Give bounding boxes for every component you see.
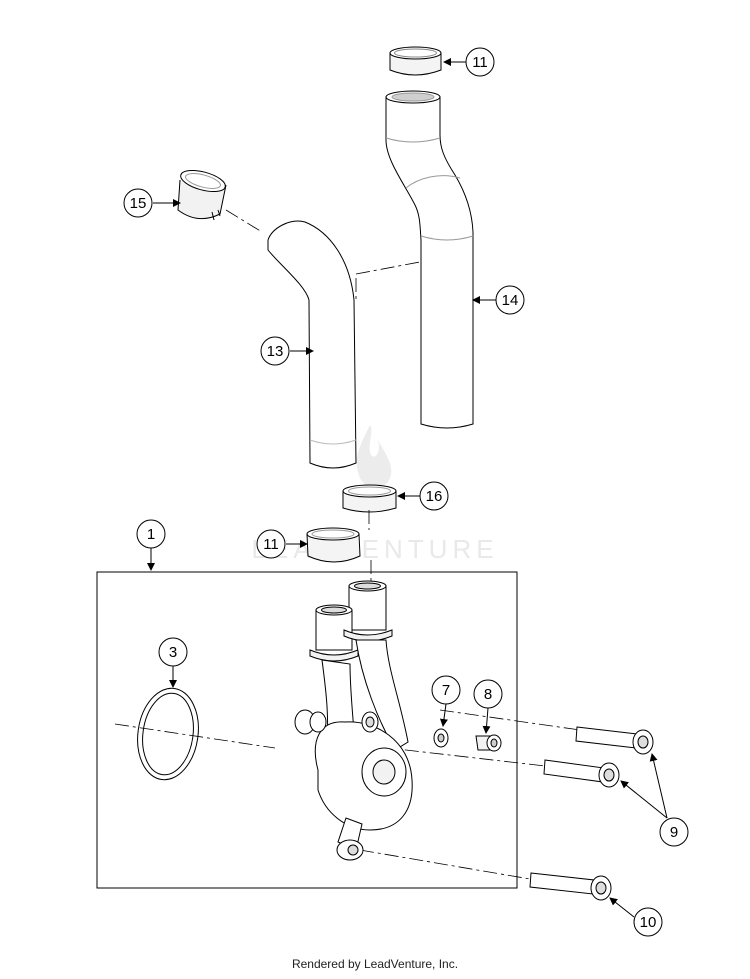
svg-text:11: 11 xyxy=(263,536,279,553)
svg-text:8: 8 xyxy=(484,686,492,703)
pump-housing xyxy=(294,580,413,861)
svg-text:11: 11 xyxy=(472,54,488,71)
callout-15: 15 xyxy=(123,188,153,218)
watermark: LEADVENTURE xyxy=(251,425,498,564)
callout-13: 13 xyxy=(260,336,290,366)
part-3-o-ring xyxy=(137,687,199,781)
part-16-ring xyxy=(342,484,397,513)
part-10-bolt xyxy=(529,872,612,901)
part-11-top-ring xyxy=(389,46,442,76)
svg-text:15: 15 xyxy=(130,195,147,212)
part-13-hose xyxy=(267,220,357,469)
assembly-1-box xyxy=(96,571,518,889)
callout-14: 14 xyxy=(495,285,525,315)
callout-7: 7 xyxy=(431,675,461,705)
part-8-nut xyxy=(475,734,502,752)
svg-text:14: 14 xyxy=(502,292,519,309)
callout-9: 9 xyxy=(659,817,689,847)
svg-text:13: 13 xyxy=(267,343,284,360)
part-7-washer xyxy=(433,728,449,748)
centerlines xyxy=(114,209,581,880)
callout-3: 3 xyxy=(158,637,188,667)
part-15-clamp xyxy=(177,169,227,221)
callout-11-middle: 11 xyxy=(256,529,286,559)
callout-8: 8 xyxy=(473,679,503,709)
leader-lines xyxy=(147,58,668,918)
svg-text:16: 16 xyxy=(426,488,443,505)
part-14-hose xyxy=(385,90,474,429)
svg-text:1: 1 xyxy=(147,526,155,543)
callout-11-top: 11 xyxy=(465,47,495,77)
callout-1: 1 xyxy=(136,519,166,549)
svg-text:9: 9 xyxy=(670,824,678,841)
part-9-bolts xyxy=(543,726,654,788)
part-11-middle-ring xyxy=(306,527,361,563)
callout-16: 16 xyxy=(419,481,449,511)
svg-text:3: 3 xyxy=(169,644,177,661)
footer-credit: Rendered by LeadVenture, Inc. xyxy=(291,957,459,971)
svg-text:10: 10 xyxy=(640,914,657,931)
svg-text:7: 7 xyxy=(442,682,450,699)
watermark-text: LEADVENTURE xyxy=(251,534,498,564)
callout-10: 10 xyxy=(633,907,663,937)
